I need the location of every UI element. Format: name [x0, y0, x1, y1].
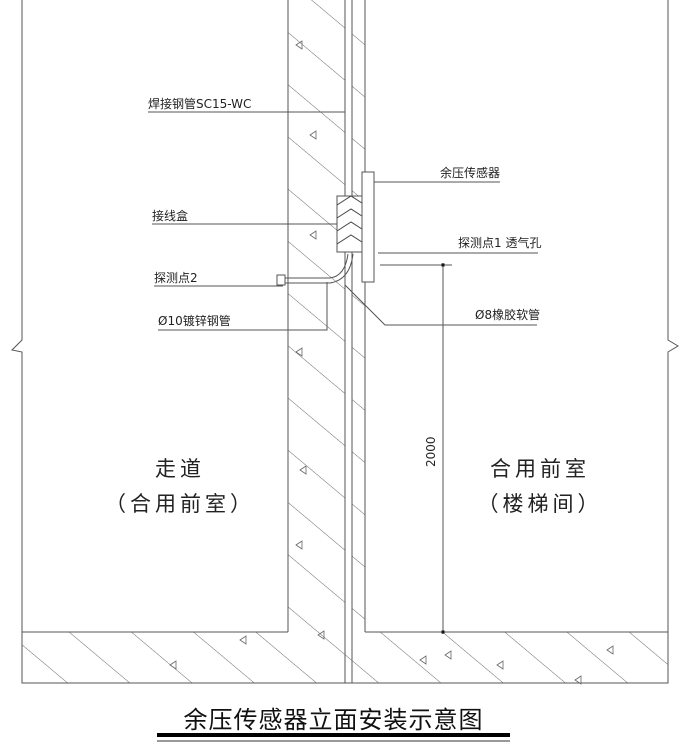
label-probe-point-2: 探测点2 [154, 271, 198, 285]
label-rubber-hose: Ø8橡胶软管 [475, 308, 541, 322]
room-right-name: 合用前室 [490, 457, 590, 481]
pressure-sensor [361, 171, 375, 283]
label-junction-box: 接线盒 [152, 209, 189, 223]
label-welded-pipe: 焊接钢管SC15-WC [148, 97, 252, 111]
room-left-subname: （合用前室） [105, 492, 255, 516]
junction-box [336, 195, 366, 253]
aggregate-marks [169, 40, 614, 685]
title-underline [157, 733, 510, 737]
concrete-wall-right [352, 0, 365, 632]
probe-point-2 [276, 274, 286, 286]
room-left-name: 走道 [155, 457, 205, 481]
dimension-value: 2000 [424, 436, 438, 467]
label-galvanized-pipe: Ø10镀锌钢管 [158, 314, 231, 328]
concrete-wall-left [288, 0, 345, 632]
drawing-title: 余压传感器立面安装示意图 [183, 706, 484, 734]
label-probe-point-1: 探测点1 透气孔 [458, 236, 542, 250]
probe-tube [285, 253, 349, 279]
label-sensor: 余压传感器 [440, 166, 501, 180]
leader-lines [148, 111, 538, 331]
room-right-subname: （楼梯间） [477, 492, 603, 516]
